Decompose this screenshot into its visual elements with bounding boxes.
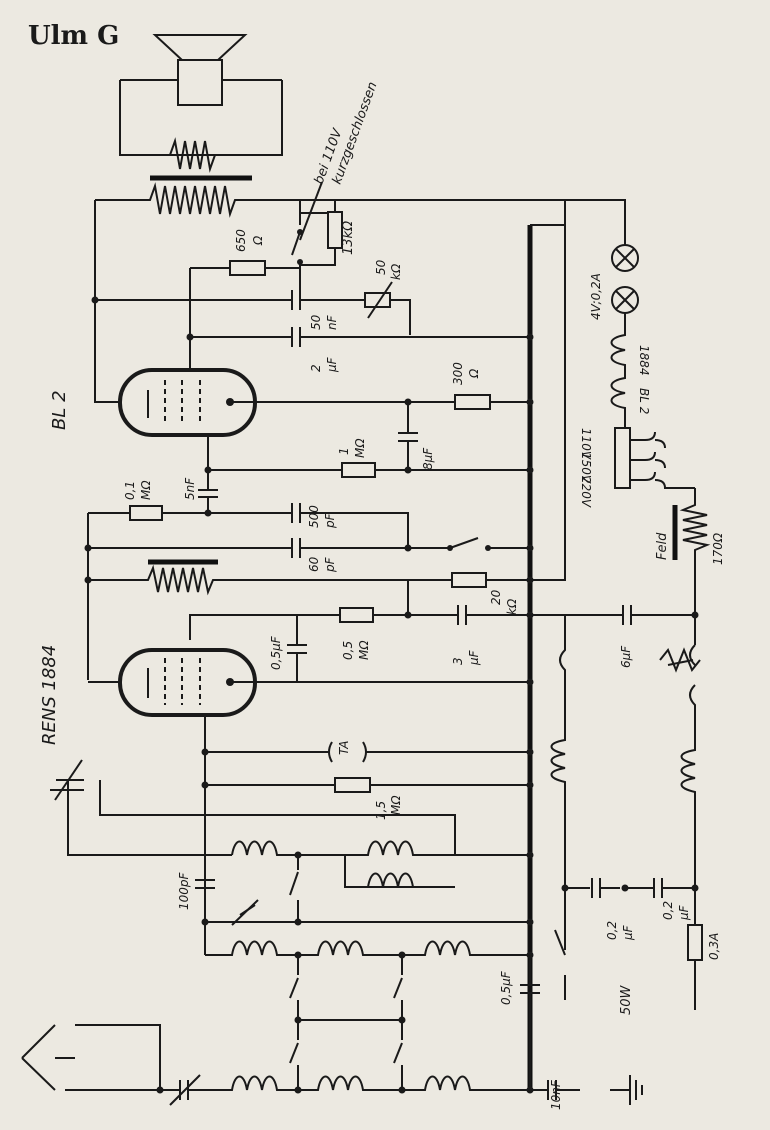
label-c3u-unit: μF bbox=[467, 649, 481, 666]
label-pot: 50 bbox=[374, 259, 388, 275]
label-bl2: BL 2 bbox=[49, 390, 70, 430]
label-c05u-grid: 0,5μF bbox=[269, 635, 283, 670]
label-c2u: 2 bbox=[309, 364, 323, 372]
label-r05m: 0,5 bbox=[341, 641, 355, 660]
resistor-300 bbox=[454, 394, 491, 410]
diagram-title: Ulm G bbox=[28, 21, 119, 51]
label-r01m-unit: MΩ bbox=[139, 480, 153, 500]
resistor-0-5m bbox=[339, 607, 374, 623]
label-r20k-unit: kΩ bbox=[505, 598, 519, 615]
label-tap-150: 150V bbox=[579, 452, 593, 484]
label-13k: 13kΩ bbox=[341, 221, 356, 255]
resistor-13k bbox=[327, 211, 343, 249]
label-c02u-a: 0,2 bbox=[605, 921, 619, 940]
label-r170: 170Ω bbox=[711, 532, 725, 565]
label-c02u-b-unit: μF bbox=[677, 904, 691, 921]
label-c05u-b: 0,5μF bbox=[499, 970, 513, 1005]
label-650-unit: Ω bbox=[251, 235, 265, 246]
label-tube-rev-2: BL 2 bbox=[637, 388, 651, 414]
label-c02u-b: 0,2 bbox=[661, 901, 675, 920]
label-lamp: 4V;0,2A bbox=[589, 273, 603, 320]
label-c60p-unit: pF bbox=[323, 556, 337, 573]
label-c2u-unit: μF bbox=[325, 356, 339, 373]
voltage-selector bbox=[614, 427, 631, 489]
label-r20k: 20 bbox=[489, 589, 503, 605]
resistor-650 bbox=[229, 260, 266, 276]
tube-bl2 bbox=[118, 368, 257, 437]
label-tube-rev-1: 1884 bbox=[637, 345, 651, 376]
label-feld: Feld bbox=[655, 532, 670, 560]
label-r1m: 1 bbox=[337, 447, 351, 455]
resistor-0-1m bbox=[129, 505, 163, 521]
resistor-1m bbox=[341, 462, 376, 478]
label-c6u: 6μF bbox=[619, 645, 633, 668]
label-ta: TA bbox=[337, 741, 351, 755]
label-r300: 300 bbox=[451, 362, 465, 385]
loudspeaker bbox=[119, 34, 283, 173]
label-r01m: 0,1 bbox=[123, 481, 137, 500]
potentiometer-50k bbox=[364, 292, 391, 308]
label-c50n-unit: nF bbox=[325, 314, 339, 330]
label-tap-220: 220V bbox=[579, 476, 593, 508]
label-pot-unit: kΩ bbox=[389, 263, 403, 280]
label-power: 50W bbox=[619, 984, 634, 1015]
label-c02u-a-unit: μF bbox=[621, 924, 635, 941]
label-c60p: 60 bbox=[307, 556, 321, 572]
label-c10n: 10nF bbox=[549, 1079, 563, 1110]
label-r05m-unit: MΩ bbox=[357, 640, 371, 660]
fuse-0-3a bbox=[687, 924, 703, 961]
label-650: 650 bbox=[234, 229, 248, 252]
label-c500p-unit: pF bbox=[323, 512, 337, 529]
label-r15m: 1,5 bbox=[374, 801, 388, 820]
label-c100p: 100pF bbox=[177, 871, 191, 910]
label-c3u: 3 bbox=[451, 657, 465, 665]
label-c500p: 500 bbox=[307, 505, 321, 528]
label-c5n: 5nF bbox=[183, 477, 197, 500]
switch-110v bbox=[291, 181, 335, 290]
label-tap-110: 110V bbox=[579, 428, 593, 460]
label-c50n: 50 bbox=[309, 314, 323, 330]
resistor-1-5m bbox=[334, 777, 371, 793]
label-r15m-unit: MΩ bbox=[389, 795, 403, 815]
output-transformer bbox=[95, 175, 565, 218]
label-fuse: 0,3A bbox=[707, 933, 721, 960]
label-r300-unit: Ω bbox=[467, 368, 481, 379]
junction-dots bbox=[84, 296, 699, 1094]
label-r1m-unit: MΩ bbox=[353, 438, 367, 458]
resistor-20k bbox=[451, 572, 487, 588]
label-rens1884: RENS 1884 bbox=[39, 645, 60, 745]
label-c8u: 8μF bbox=[421, 447, 435, 470]
